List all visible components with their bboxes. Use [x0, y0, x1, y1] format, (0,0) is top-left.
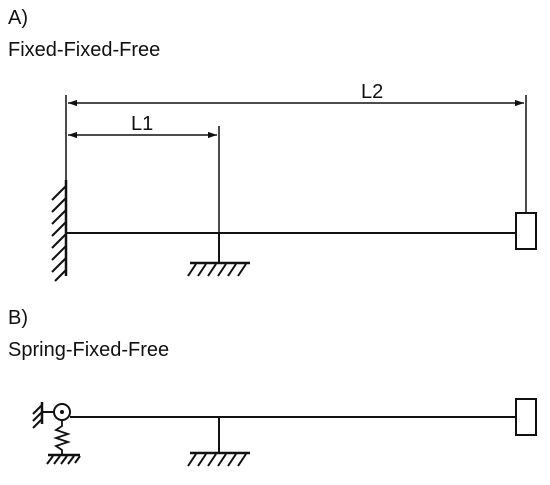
tip-mass-a — [515, 212, 537, 250]
tip-mass-b — [515, 398, 537, 436]
spring-ground — [46, 453, 81, 465]
panel-b-diagram — [32, 398, 537, 467]
pin-wall-support — [32, 402, 54, 429]
ground-support-b — [187, 417, 250, 467]
panel-b-label: B) — [8, 307, 28, 329]
panel-a-label: A) — [8, 7, 28, 29]
pin-center — [60, 410, 64, 414]
dimension-label-l2: L2 — [361, 81, 383, 103]
fixed-wall-support — [51, 180, 68, 282]
panel-a-title: Fixed-Fixed-Free — [8, 39, 161, 61]
panel-b-title: Spring-Fixed-Free — [8, 339, 170, 361]
dimension-label-l1: L1 — [131, 113, 153, 135]
panel-a-diagram: L2 L1 — [51, 81, 537, 282]
rotational-spring — [53, 420, 71, 454]
ground-support-a — [187, 233, 250, 277]
